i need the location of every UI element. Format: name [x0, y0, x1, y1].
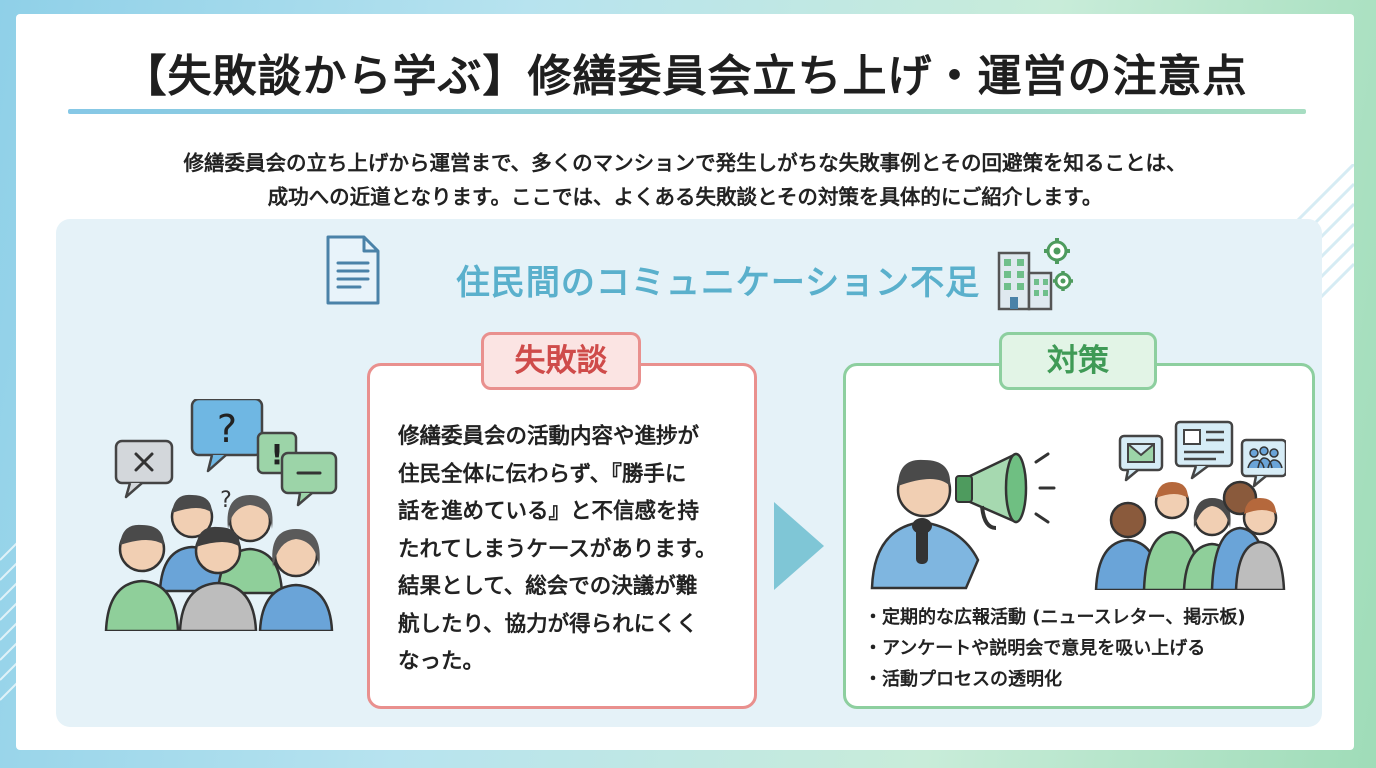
main-panel: 【失敗談から学ぶ】修繕委員会立ち上げ・運営の注意点 修繕委員会の立ち上げから運営… — [16, 14, 1354, 750]
outreach-illustration — [870, 420, 1286, 590]
resident-figure — [258, 529, 334, 631]
page-title: 【失敗談から学ぶ】修繕委員会立ち上げ・運営の注意点 — [122, 51, 1248, 102]
failure-line: たれてしまうケースがあります。 — [398, 536, 717, 562]
case-card: 住民間のコミュニケーション不足 — [56, 219, 1322, 727]
speaker-with-megaphone — [870, 452, 1056, 590]
svg-text:!: ! — [271, 438, 284, 471]
confused-residents-illustration: ? ! ? — [104, 399, 338, 631]
list-item: 活動プロセスの透明化 — [864, 664, 1246, 695]
speech-bubble-question-icon: ? — [190, 399, 264, 473]
resident-figure — [104, 524, 180, 631]
svg-text:?: ? — [217, 407, 237, 451]
measure-card: 定期的な広報活動 (ニュースレター、掲示板) アンケートや説明会で意見を吸い上げ… — [843, 363, 1315, 709]
arrow-right-icon — [774, 502, 824, 590]
intro-line: 成功への近道となります。ここでは、よくある失敗談とその対策を具体的にご紹介します… — [267, 185, 1103, 209]
list-item: アンケートや説明会で意見を吸い上げる — [864, 633, 1246, 664]
failure-label: 失敗談 — [481, 332, 641, 390]
intro-text: 修繕委員会の立ち上げから運営まで、多くのマンションで発生しがちな失敗事例とその回… — [16, 146, 1354, 214]
residents-group — [1094, 480, 1286, 590]
failure-line: 修繕委員会の活動内容や進捗が — [398, 424, 700, 449]
section-title: 住民間のコミュニケーション不足 — [455, 263, 981, 303]
building-gear-icon — [997, 238, 1073, 311]
measure-list: 定期的な広報活動 (ニュースレター、掲示板) アンケートや説明会で意見を吸い上げ… — [864, 602, 1246, 695]
speech-bubble-x-icon — [114, 439, 174, 499]
resident-figure — [178, 526, 258, 631]
bulletin-board-icon — [1174, 420, 1234, 480]
failure-line: なった。 — [398, 649, 485, 674]
failure-description: 修繕委員会の活動内容や進捗が 住民全体に伝わらず、『勝手に 話を進めている』と不… — [398, 418, 738, 681]
failure-card: 修繕委員会の活動内容や進捗が 住民全体に伝わらず、『勝手に 話を進めている』と不… — [367, 363, 757, 709]
title-underline — [68, 109, 1306, 114]
svg-text:?: ? — [220, 488, 232, 513]
speech-bubble-dash-icon — [280, 451, 338, 507]
document-icon — [326, 235, 380, 305]
failure-line: 航したり、協力が得られにくく — [398, 611, 698, 637]
intro-line: 修繕委員会の立ち上げから運営まで、多くのマンションで発生しがちな失敗事例とその回… — [183, 151, 1187, 175]
failure-line: 話を進めている』と不信感を持 — [398, 499, 700, 524]
group-meeting-icon — [1240, 438, 1286, 488]
list-item: 定期的な広報活動 (ニュースレター、掲示板) — [864, 602, 1246, 633]
newsletter-icon — [1118, 434, 1164, 482]
measure-label: 対策 — [999, 332, 1157, 390]
failure-line: 結果として、総会での決議が難 — [398, 574, 698, 599]
failure-line: 住民全体に伝わらず、『勝手に — [398, 461, 687, 487]
